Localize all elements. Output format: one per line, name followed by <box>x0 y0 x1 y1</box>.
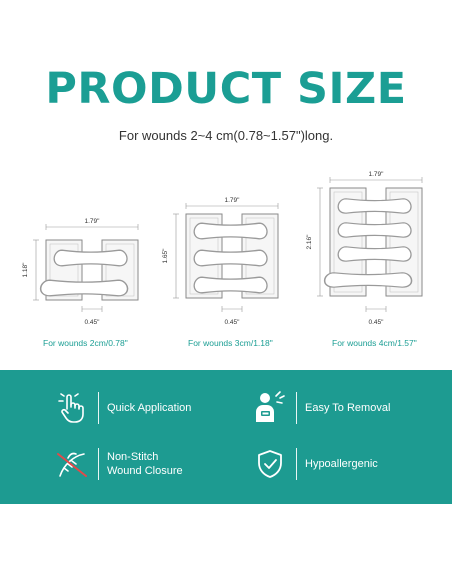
feature-label: Quick Application <box>107 402 192 414</box>
product-small: 1.79" 1.18" 0.45" <box>22 218 139 326</box>
features-band: Quick Application Easy To Removal Non-S <box>0 370 452 504</box>
product-large-width-label: 1.79" <box>369 171 385 178</box>
feature-divider <box>296 392 297 424</box>
product-medium-gap-label: 0.45" <box>225 319 241 326</box>
feature-easy-removal: Easy To Removal <box>250 388 390 428</box>
product-large-caption: For wounds 4cm/1.57" <box>332 338 417 348</box>
feature-divider <box>296 448 297 480</box>
product-small-width-label: 1.79" <box>85 218 101 225</box>
product-large-gap-label: 0.45" <box>369 319 385 326</box>
product-medium-caption: For wounds 3cm/1.18" <box>188 338 273 348</box>
product-size-diagram: 1.79" 1.18" 0.45" 1.79" 1.65" <box>22 171 423 326</box>
patient-removal-icon <box>250 388 290 428</box>
no-stitch-icon <box>52 444 92 484</box>
product-medium: 1.79" 1.65" 0.45" <box>162 197 279 326</box>
feature-divider <box>98 448 99 480</box>
product-small-caption: For wounds 2cm/0.78" <box>43 338 128 348</box>
product-large: 1.79" 2.16" 0.45" <box>306 171 423 326</box>
feature-non-stitch: Non-Stitch Wound Closure <box>52 444 183 484</box>
feature-divider <box>98 392 99 424</box>
page-title: PRODUCT SIZE <box>45 64 407 114</box>
feature-hypoallergenic: Hypoallergenic <box>250 444 378 484</box>
product-small-gap-label: 0.45" <box>85 319 101 326</box>
product-large-height-label: 2.16" <box>306 234 313 250</box>
feature-label: Easy To Removal <box>305 402 391 414</box>
page-subtitle: For wounds 2~4 cm(0.78~1.57")long. <box>118 128 334 143</box>
product-medium-width-label: 1.79" <box>225 197 241 204</box>
product-small-height-label: 1.18" <box>22 262 29 278</box>
feature-label: Non-Stitch Wound Closure <box>107 451 183 477</box>
hand-pointer-icon <box>52 388 92 428</box>
product-medium-height-label: 1.65" <box>162 248 169 264</box>
shield-check-icon <box>250 444 290 484</box>
feature-label: Hypoallergenic <box>305 458 378 470</box>
feature-quick-application: Quick Application <box>52 388 191 428</box>
